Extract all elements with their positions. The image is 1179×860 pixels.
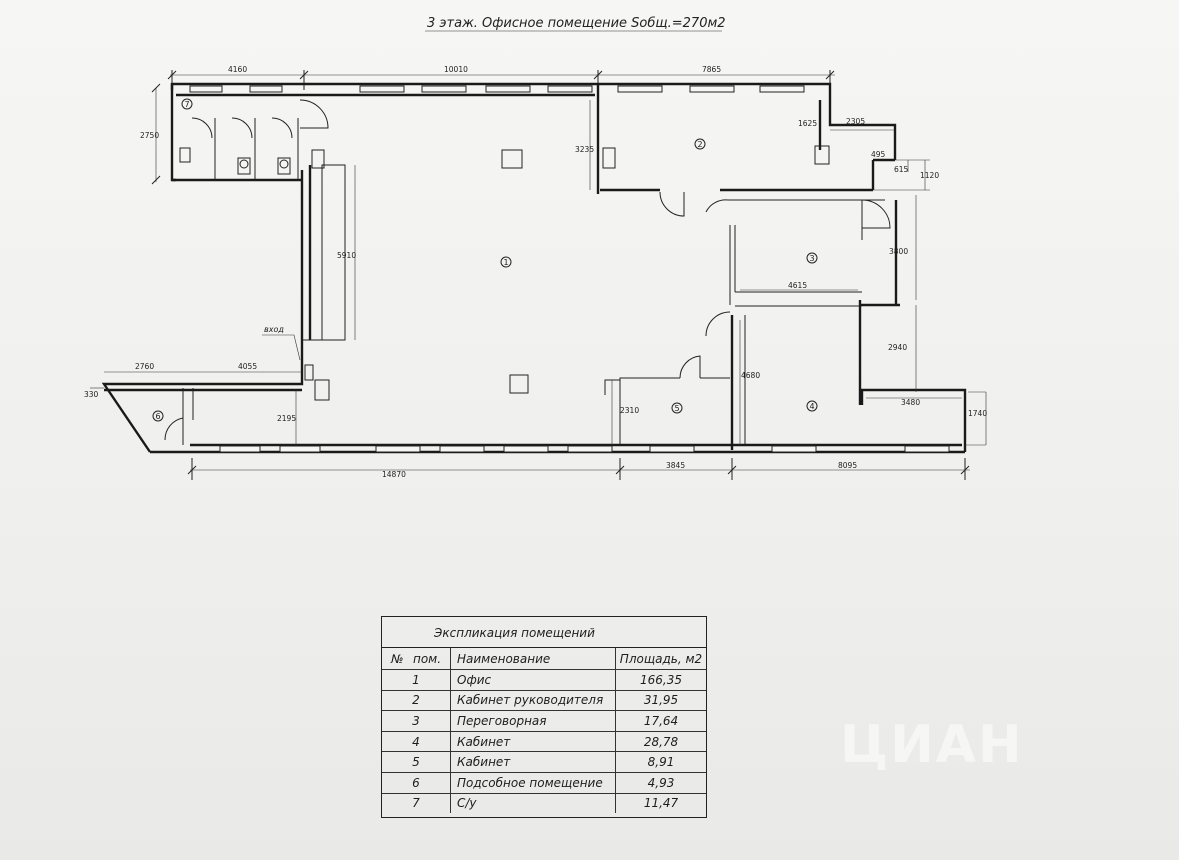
dim-4055: 4055: [238, 362, 257, 371]
dim-1740: 1740: [968, 409, 987, 418]
dim-5910: 5910: [337, 251, 356, 260]
explication-grid: № пом. Наименование Площадь, м2 1 Офис 16…: [382, 648, 706, 814]
row-name: Кабинет: [450, 751, 616, 773]
room-number-1: 1: [504, 258, 509, 267]
dim-2750: 2750: [140, 131, 159, 140]
room-marker-2: [694, 138, 706, 150]
table-row: 1 Офис 166,35: [382, 669, 706, 691]
room-marker-1: [500, 256, 512, 268]
row-area: 4,93: [615, 772, 706, 794]
plan-title: 3 этаж. Офисное помещение Sобщ.=270м2: [427, 16, 726, 31]
room-marker-4: [806, 400, 818, 412]
table-row: 7 С/у 11,47: [382, 793, 706, 814]
dim-3845: 3845: [666, 461, 685, 470]
interior-partitions: [182, 118, 885, 450]
room-marker-5: [671, 402, 683, 414]
room-number-2: 2: [698, 140, 703, 149]
room-marker-3: [806, 252, 818, 264]
dim-4615: 4615: [788, 281, 807, 290]
dim-2760: 2760: [135, 362, 154, 371]
column-4: [814, 145, 830, 165]
side-dimension-lines: [90, 83, 987, 480]
row-number: 7: [382, 793, 451, 814]
row-number: 6: [382, 772, 451, 794]
table-row: 6 Подсобное помещение 4,93: [382, 772, 706, 794]
dim-top-3: 7865: [702, 65, 721, 74]
row-area: 8,91: [615, 751, 706, 773]
dim-1120: 1120: [920, 171, 939, 180]
header-no: №: [390, 651, 404, 666]
table-row: 5 Кабинет 8,91: [382, 751, 706, 773]
room-number-6: 6: [156, 412, 161, 421]
row-name: С/у: [450, 793, 616, 814]
dim-2310: 2310: [620, 406, 639, 415]
header-name: Наименование: [450, 648, 616, 670]
outer-walls: [101, 82, 967, 454]
row-area: 31,95: [615, 690, 706, 712]
row-area: 17,64: [615, 710, 706, 732]
room-number-5: 5: [675, 404, 680, 413]
dim-615: 615: [894, 165, 909, 174]
dim-top-1: 4160: [228, 65, 247, 74]
explication-title: Экспликация помещений: [382, 617, 706, 648]
row-number: 4: [382, 731, 451, 753]
room-marker-7: [181, 98, 193, 110]
dim-top-2: 10010: [444, 65, 468, 74]
row-number: 2: [382, 690, 451, 712]
room-marker-6: [152, 410, 164, 422]
room-markers: [152, 98, 818, 422]
table-row: 2 Кабинет руководителя 31,95: [382, 690, 706, 712]
row-name: Кабинет: [450, 731, 616, 753]
dim-1625: 1625: [798, 119, 817, 128]
dim-4680: 4680: [741, 371, 760, 380]
explication-table: Экспликация помещений № пом. Наименование…: [381, 616, 707, 818]
doors: [164, 99, 891, 441]
dim-495: 495: [871, 150, 886, 159]
dim-3800: 3800: [889, 247, 908, 256]
top-dimension-line: [167, 70, 835, 90]
row-name: Переговорная: [450, 710, 616, 732]
watermark-logo: ЦИАН: [840, 715, 1024, 775]
row-name: Подсобное помещение: [450, 772, 616, 794]
row-area: 11,47: [643, 796, 679, 811]
table-row: 3 Переговорная 17,64: [382, 710, 706, 732]
room-number-4: 4: [810, 402, 815, 411]
row-number: 1: [382, 669, 451, 691]
entrance-label: вход: [264, 325, 284, 334]
dim-330: 330: [84, 390, 99, 399]
room-number-3: 3: [810, 254, 815, 263]
row-name: Офис: [450, 669, 616, 691]
header-room-number: № пом.: [382, 648, 451, 670]
header-room: пом.: [412, 651, 442, 666]
room-number-7: 7: [185, 100, 190, 109]
dim-14870: 14870: [382, 470, 406, 479]
table-row: 4 Кабинет 28,78: [382, 731, 706, 753]
dim-8095: 8095: [838, 461, 857, 470]
row-number: 3: [382, 710, 451, 732]
dim-3480: 3480: [901, 398, 920, 407]
column-1: [501, 149, 523, 169]
dim-2195: 2195: [277, 414, 296, 423]
row-name: Кабинет руководителя: [450, 690, 616, 712]
row-area: 166,35: [615, 669, 706, 691]
column-2: [509, 374, 529, 394]
column-3: [602, 147, 616, 169]
header-area: Площадь, м2: [615, 648, 706, 670]
table-header-row: № пом. Наименование Площадь, м2: [382, 648, 706, 670]
row-area: 28,78: [615, 731, 706, 753]
row-number: 5: [382, 751, 451, 773]
windows: [189, 85, 950, 453]
dim-3235: 3235: [575, 145, 594, 154]
toilet-fixtures: [179, 147, 291, 175]
dim-2940: 2940: [888, 343, 907, 352]
dim-2305: 2305: [846, 117, 865, 126]
